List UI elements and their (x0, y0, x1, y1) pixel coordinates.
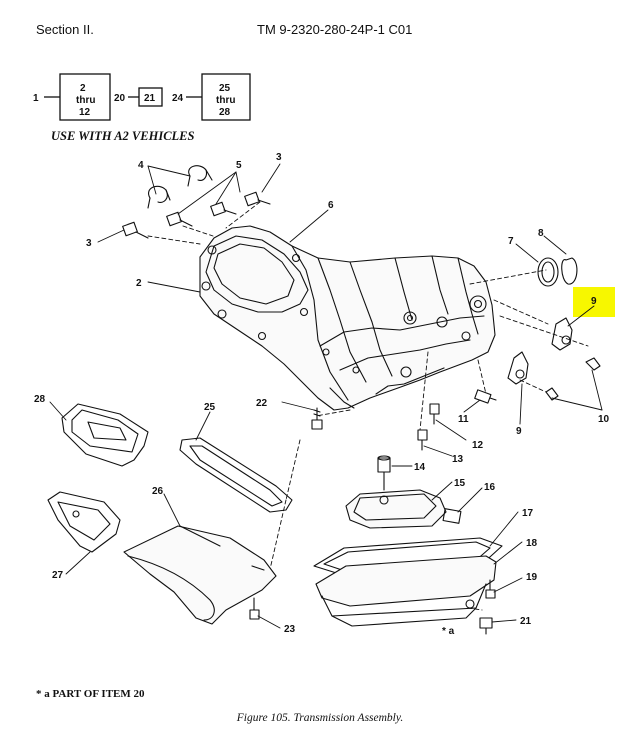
callout-3-top: 3 (276, 152, 282, 163)
callout-9-highlighted: 9 (591, 296, 597, 307)
bolts-lower (417, 389, 497, 451)
locator-group (44, 73, 251, 121)
callout-23: 23 (284, 624, 296, 635)
locator-box3-line2: thru (216, 95, 235, 106)
locator-box1-line1: 2 (80, 83, 86, 94)
callout-5: 5 (236, 160, 242, 171)
locator-box2: 21 (144, 93, 156, 104)
callout-28: 28 (34, 394, 46, 405)
callout-10: 10 (598, 414, 610, 425)
drain-bolt-22 (311, 407, 323, 430)
callout-15: 15 (454, 478, 466, 489)
callout-4: 4 (138, 160, 144, 171)
bolts-19-21 (479, 579, 496, 635)
bracket-item9-upper (551, 317, 601, 371)
callout-2: 2 (136, 278, 142, 289)
callout-star-a: * a (442, 626, 455, 637)
callout-8: 8 (538, 228, 544, 239)
callout-14: 14 (414, 462, 426, 473)
callout-13: 13 (452, 454, 464, 465)
oil-pan-18 (315, 555, 497, 627)
seal-16 (442, 508, 462, 524)
figure-caption: Figure 105. Transmission Assembly. (236, 712, 404, 724)
callout-3-left: 3 (86, 238, 92, 249)
callout-16: 16 (484, 482, 496, 493)
section-header: Section II. (36, 22, 94, 37)
locator-item-24: 24 (172, 93, 184, 104)
leader-lines (49, 163, 603, 629)
callout-21: 21 (520, 616, 532, 627)
assembly-lines (147, 201, 589, 611)
locator-item-20: 20 (114, 93, 126, 104)
callout-22: 22 (256, 398, 268, 409)
locator-box3-line1: 25 (219, 83, 231, 94)
transmission-case (199, 225, 496, 411)
callout-12: 12 (472, 440, 484, 451)
callout-19: 19 (526, 572, 538, 583)
callout-17: 17 (522, 508, 534, 519)
callout-18: 18 (526, 538, 538, 549)
plate-27 (47, 491, 121, 553)
highlight-box (573, 287, 615, 317)
callout-11: 11 (458, 414, 469, 425)
callout-27: 27 (52, 570, 64, 581)
clip-item4 (147, 165, 213, 209)
callout-25: 25 (204, 402, 216, 413)
callout-9-lower: 9 (516, 426, 522, 437)
usage-note: USE WITH A2 VEHICLES (51, 129, 195, 143)
bolt-23 (249, 597, 260, 620)
locator-box1-line3: 12 (79, 107, 91, 118)
gasket-28 (61, 403, 149, 467)
gasket-25 (179, 437, 293, 513)
callout-7: 7 (508, 236, 514, 247)
callout-6: 6 (328, 200, 334, 211)
seals-7-8 (537, 257, 578, 287)
locator-box3-line3: 28 (219, 107, 231, 118)
bracket-item9-lower (507, 351, 559, 401)
filter-tube-14 (377, 455, 391, 491)
footnote: * a PART OF ITEM 20 (36, 688, 145, 700)
cover-26 (123, 525, 277, 625)
filter-15 (345, 489, 447, 529)
tm-number: TM 9-2320-280-24P-1 C01 (257, 22, 413, 37)
locator-box1-line2: thru (76, 95, 95, 106)
callout-26: 26 (152, 486, 164, 497)
bolts-upper (122, 191, 271, 239)
locator-item-1: 1 (33, 93, 39, 104)
